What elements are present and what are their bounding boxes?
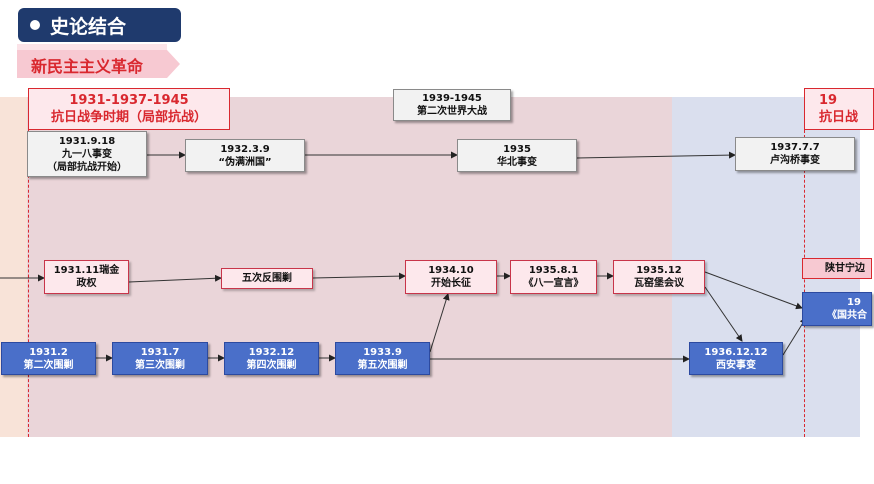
event-label: 西安事变: [716, 359, 756, 371]
period-years: 1931-1937-1945: [69, 93, 189, 108]
event-date: 1931.7: [140, 346, 180, 358]
event-wayaobao-meeting: 1935.12 瓦窑堡会议: [613, 260, 705, 294]
event-label: 瓦窑堡会议: [634, 278, 684, 289]
period-years: 19: [819, 93, 838, 108]
event-date: 1931.11瑞金: [53, 265, 120, 276]
period-name: 抗日战争时期（局部抗战）: [50, 110, 207, 125]
event-date: 1935.12: [636, 265, 682, 276]
event-marco-polo-bridge: 1937.7.7 卢沟桥事变: [735, 137, 855, 171]
event-fifth-encirclement: 1933.9 第五次围剿: [335, 342, 430, 375]
event-date: 1935.8.1: [528, 265, 579, 276]
event-date: 1931.2: [29, 346, 68, 358]
event-date: 1934.10: [428, 265, 474, 276]
event-date: 19: [847, 297, 861, 308]
event-second-encirclement: 1931.2 第二次围剿: [1, 342, 96, 375]
event-label: 第二次围剿: [23, 359, 74, 371]
event-north-china: 1935 华北事变: [457, 139, 577, 172]
event-label: 《国共合: [827, 310, 867, 321]
event-label: 第四次围剿: [246, 359, 297, 371]
event-date: 1936.12.12: [704, 346, 768, 358]
event-third-encirclement: 1931.7 第三次围剿: [112, 342, 208, 375]
event-label: 华北事变: [497, 156, 537, 168]
event-label: 第二次世界大战: [417, 106, 487, 117]
period-header-full-war: 19 抗日战: [804, 88, 874, 130]
event-date: 1937.7.7: [770, 142, 820, 153]
event-note: （局部抗战开始）: [47, 161, 127, 173]
event-label: 五次反围剿: [242, 273, 292, 284]
period-header-local-war: 1931-1937-1945 抗日战争时期（局部抗战）: [28, 88, 230, 130]
event-date: 1932.12: [248, 346, 295, 358]
section-title-text: 史论结合: [50, 15, 127, 38]
background-panel-left: [0, 97, 27, 437]
event-kmt-cpc-cooperation: 19 《国共合: [802, 292, 872, 326]
event-label: “伪满洲国”: [218, 156, 272, 168]
event-date: 1932.3.9: [220, 143, 270, 155]
event-fourth-encirclement: 1932.12 第四次围剿: [224, 342, 319, 375]
event-manchukuo: 1932.3.9 “伪满洲国”: [185, 139, 305, 172]
event-date: 1935: [503, 143, 531, 155]
bullet-icon: [30, 20, 40, 30]
section-title: 史论结合: [18, 8, 181, 42]
event-shaanxi-border-region: 陕甘宁边: [802, 258, 872, 279]
event-long-march: 1934.10 开始长征: [405, 260, 497, 294]
period-banner-text: 新民主主义革命: [31, 57, 144, 76]
event-label: 九一八事变: [62, 148, 112, 160]
event-label: 《八一宣言》: [523, 278, 584, 289]
banner-arrow-shape: [17, 44, 180, 78]
event-label: 第五次围剿: [357, 359, 408, 371]
event-world-war-2: 1939-1945 第二次世界大战: [393, 89, 511, 121]
event-label: 政权: [76, 278, 97, 289]
event-august-first-declaration: 1935.8.1 《八一宣言》: [510, 260, 597, 294]
event-label: 陕甘宁边: [825, 263, 865, 274]
event-label: 第三次围剿: [135, 359, 185, 371]
event-date: 1931.9.18: [58, 135, 116, 147]
event-anti-encirclement: 五次反围剿: [221, 268, 313, 289]
event-ruijin-regime: 1931.11瑞金 政权: [44, 260, 129, 294]
event-date: 1933.9: [363, 346, 402, 358]
event-label: 开始长征: [431, 278, 471, 289]
period-banner: 新民主主义革命: [17, 44, 180, 84]
event-mukden-incident: 1931.9.18 九一八事变 （局部抗战开始）: [27, 131, 147, 177]
event-label: 卢沟桥事变: [770, 155, 820, 166]
event-date: 1939-1945: [422, 93, 482, 104]
event-xian-incident: 1936.12.12 西安事变: [689, 342, 783, 375]
period-name: 抗日战: [819, 110, 859, 125]
